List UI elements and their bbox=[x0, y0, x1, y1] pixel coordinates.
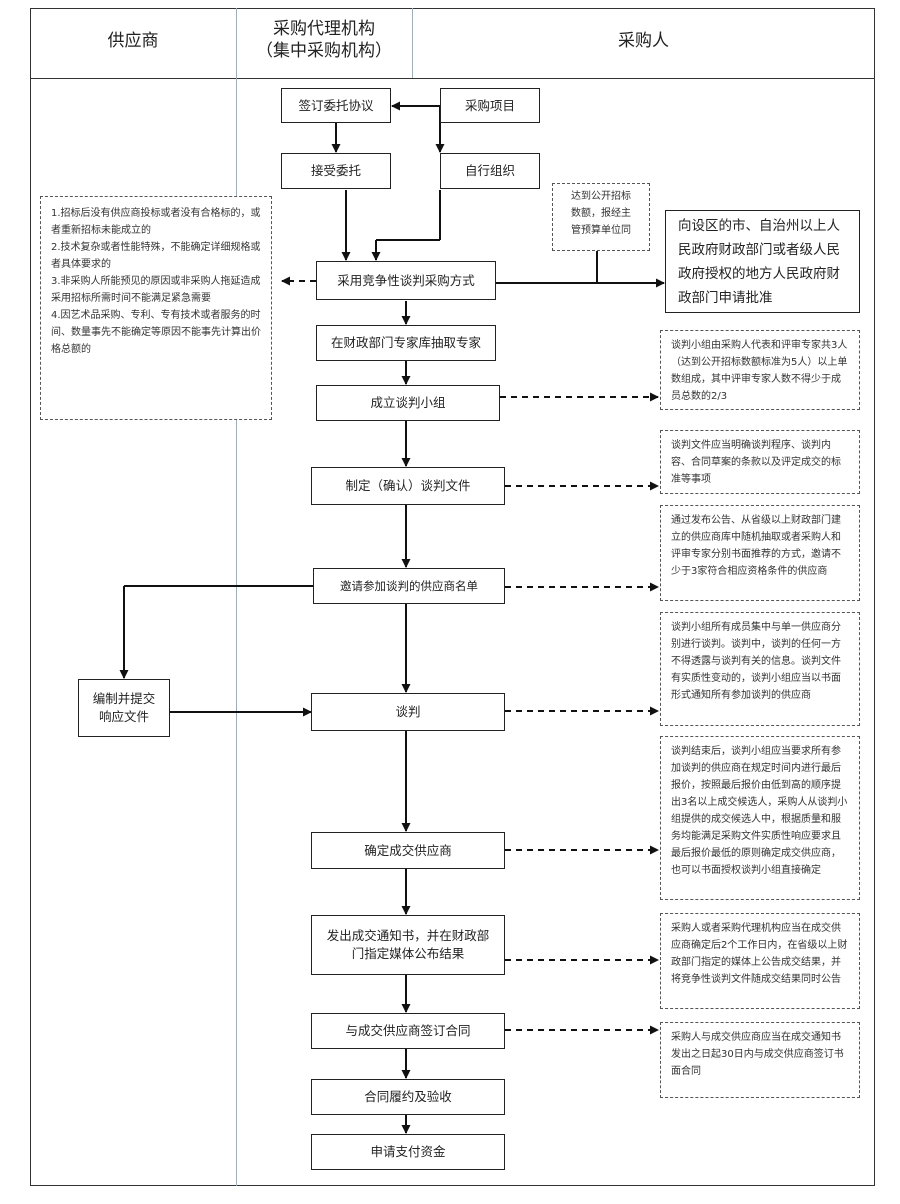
step-accept-entrustment[interactable]: 接受委托 bbox=[281, 153, 391, 189]
condition-2: 2.技术复杂或者性能特殊，不能确定详细规格或者具体要求的 bbox=[51, 242, 261, 270]
step-apply-approval[interactable]: 向设区的市、自治州以上人民政府财政部门或者级人民政府授权的地方人民政府财政部门申… bbox=[665, 210, 860, 313]
threshold-line2: 数额，报经主 bbox=[571, 208, 631, 219]
lane-header-agency-line2: （集中采购机构） bbox=[256, 41, 392, 61]
condition-1: 1.招标后没有供应商投标或者没有合格标的，或者重新招标未能成立的 bbox=[51, 208, 261, 236]
step-invite-suppliers[interactable]: 邀请参加谈判的供应商名单 bbox=[313, 568, 505, 604]
note-invite-method: 通过发布公告、从省级以上财政部门建立的供应商库中随机抽取或者采购人和评审专家分别… bbox=[660, 505, 860, 601]
step-perform-accept[interactable]: 合同履约及验收 bbox=[311, 1079, 505, 1115]
note-negotiation-rules: 谈判小组所有成员集中与单一供应商分别进行谈判。谈判中，谈判的任何一方不得透露与谈… bbox=[660, 612, 860, 726]
threshold-line1: 达到公开招标 bbox=[571, 191, 631, 202]
lane-header-agency: 采购代理机构 （集中采购机构） bbox=[236, 18, 412, 62]
note-group-composition: 谈判小组由采购人代表和评审专家共3人（达到公开招标数额标准为5人）以上单数组成，… bbox=[660, 330, 860, 410]
step-prepare-response-line2: 响应文件 bbox=[98, 709, 149, 724]
lane-divider-supplier bbox=[236, 8, 237, 1186]
step-sign-agreement[interactable]: 签订委托协议 bbox=[281, 88, 391, 123]
lane-divider-purchaser bbox=[412, 8, 413, 78]
note-threshold: 达到公开招标 数额，报经主 管预算单位同 bbox=[552, 183, 650, 251]
header-divider bbox=[30, 78, 875, 79]
note-contract-deadline: 采购人与成交供应商应当在成交通知书发出之日起30日内与成交供应商签订书面合同 bbox=[660, 1022, 860, 1098]
step-form-negotiation-group[interactable]: 成立谈判小组 bbox=[316, 385, 500, 421]
step-apply-payment[interactable]: 申请支付资金 bbox=[311, 1134, 505, 1170]
note-document-content: 谈判文件应当明确谈判程序、谈判内容、合同草案的条款以及评定成交的标准等事项 bbox=[660, 430, 860, 494]
lane-header-supplier: 供应商 bbox=[107, 31, 159, 51]
note-final-quotation: 谈判结束后，谈判小组应当要求所有参加谈判的供应商在规定时间内进行最后报价，按照最… bbox=[660, 736, 860, 900]
step-adopt-competitive-negotiation[interactable]: 采用竞争性谈判采购方式 bbox=[316, 261, 496, 300]
step-negotiate[interactable]: 谈判 bbox=[311, 693, 505, 731]
step-purchase-project[interactable]: 采购项目 bbox=[440, 88, 540, 123]
step-draw-experts[interactable]: 在财政部门专家库抽取专家 bbox=[316, 325, 496, 361]
condition-3: 3.非采购人所能预见的原因或非采购人拖延造成采用招标所需时间不能满足紧急需要 bbox=[51, 276, 261, 304]
lane-header-purchaser: 采购人 bbox=[618, 31, 669, 51]
step-determine-supplier[interactable]: 确定成交供应商 bbox=[311, 832, 505, 869]
step-self-organize[interactable]: 自行组织 bbox=[440, 153, 540, 189]
step-issue-notice[interactable]: 发出成交通知书，并在财政部 门指定媒体公布结果 bbox=[311, 915, 505, 975]
flowchart-frame bbox=[30, 8, 875, 1186]
threshold-line3: 管预算单位同 bbox=[571, 225, 631, 236]
condition-4: 4.因艺术品采购、专利、专有技术或者服务的时间、数量事先不能确定等原因不能事先计… bbox=[51, 310, 261, 355]
step-sign-contract[interactable]: 与成交供应商签订合同 bbox=[311, 1013, 505, 1049]
step-issue-notice-line2: 门指定媒体公布结果 bbox=[351, 946, 465, 961]
lane-header-agency-line1: 采购代理机构 bbox=[273, 19, 375, 39]
note-publish-result: 采购人或者采购代理机构应当在成交供应商确定后2个工作日内，在省级以上财政部门指定… bbox=[660, 913, 860, 1009]
step-issue-notice-line1: 发出成交通知书，并在财政部 bbox=[326, 928, 490, 943]
step-prepare-response-line1: 编制并提交 bbox=[92, 691, 156, 706]
step-prepare-response[interactable]: 编制并提交 响应文件 bbox=[78, 679, 170, 737]
step-prepare-negotiation-docs[interactable]: 制定（确认）谈判文件 bbox=[311, 467, 505, 505]
note-applicable-conditions: 1.招标后没有供应商投标或者没有合格标的，或者重新招标未能成立的 2.技术复杂或… bbox=[40, 196, 272, 420]
